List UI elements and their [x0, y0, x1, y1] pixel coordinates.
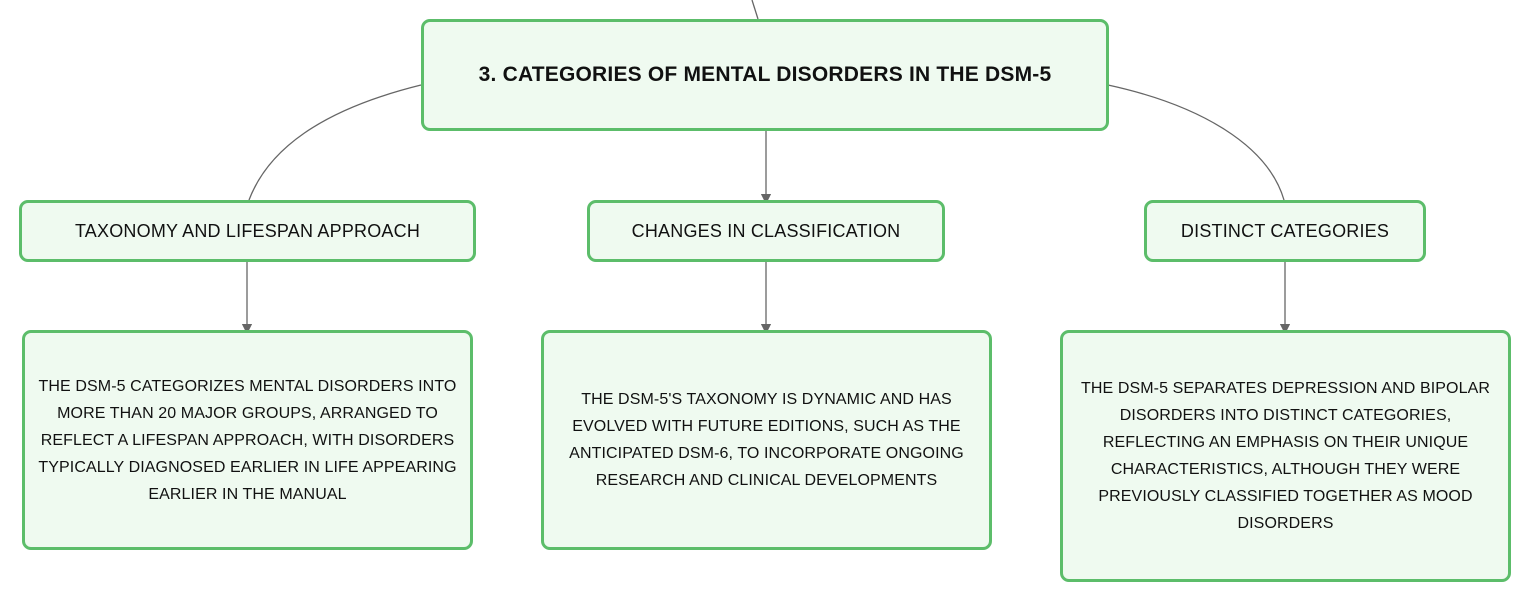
detail-node-distinct[interactable]: THE DSM-5 SEPARATES DEPRESSION AND BIPOL…	[1060, 330, 1511, 582]
detail-node-taxonomy[interactable]: THE DSM-5 CATEGORIZES MENTAL DISORDERS I…	[22, 330, 473, 550]
connector-root-to-taxonomy	[248, 84, 422, 201]
detail-node-text: THE DSM-5 CATEGORIZES MENTAL DISORDERS I…	[38, 377, 457, 503]
category-node-distinct[interactable]: DISTINCT CATEGORIES	[1144, 200, 1426, 262]
category-node-label: CHANGES IN CLASSIFICATION	[631, 220, 901, 241]
detail-node-changes[interactable]: THE DSM-5'S TAXONOMY IS DYNAMIC AND HAS …	[541, 330, 992, 550]
parent-connector	[751, 0, 759, 20]
category-node-changes[interactable]: CHANGES IN CLASSIFICATION	[587, 200, 945, 262]
root-node[interactable]: 3. CATEGORIES OF MENTAL DISORDERS IN THE…	[421, 19, 1109, 131]
category-node-label: DISTINCT CATEGORIES	[1180, 220, 1390, 241]
category-node-label: TAXONOMY AND LIFESPAN APPROACH	[74, 220, 421, 241]
detail-node-text: THE DSM-5'S TAXONOMY IS DYNAMIC AND HAS …	[569, 391, 964, 489]
connector-root-to-distinct	[1107, 84, 1285, 201]
root-node-label: 3. CATEGORIES OF MENTAL DISORDERS IN THE…	[478, 63, 1052, 86]
category-node-taxonomy[interactable]: TAXONOMY AND LIFESPAN APPROACH	[19, 200, 476, 262]
detail-node-text: THE DSM-5 SEPARATES DEPRESSION AND BIPOL…	[1080, 380, 1491, 532]
